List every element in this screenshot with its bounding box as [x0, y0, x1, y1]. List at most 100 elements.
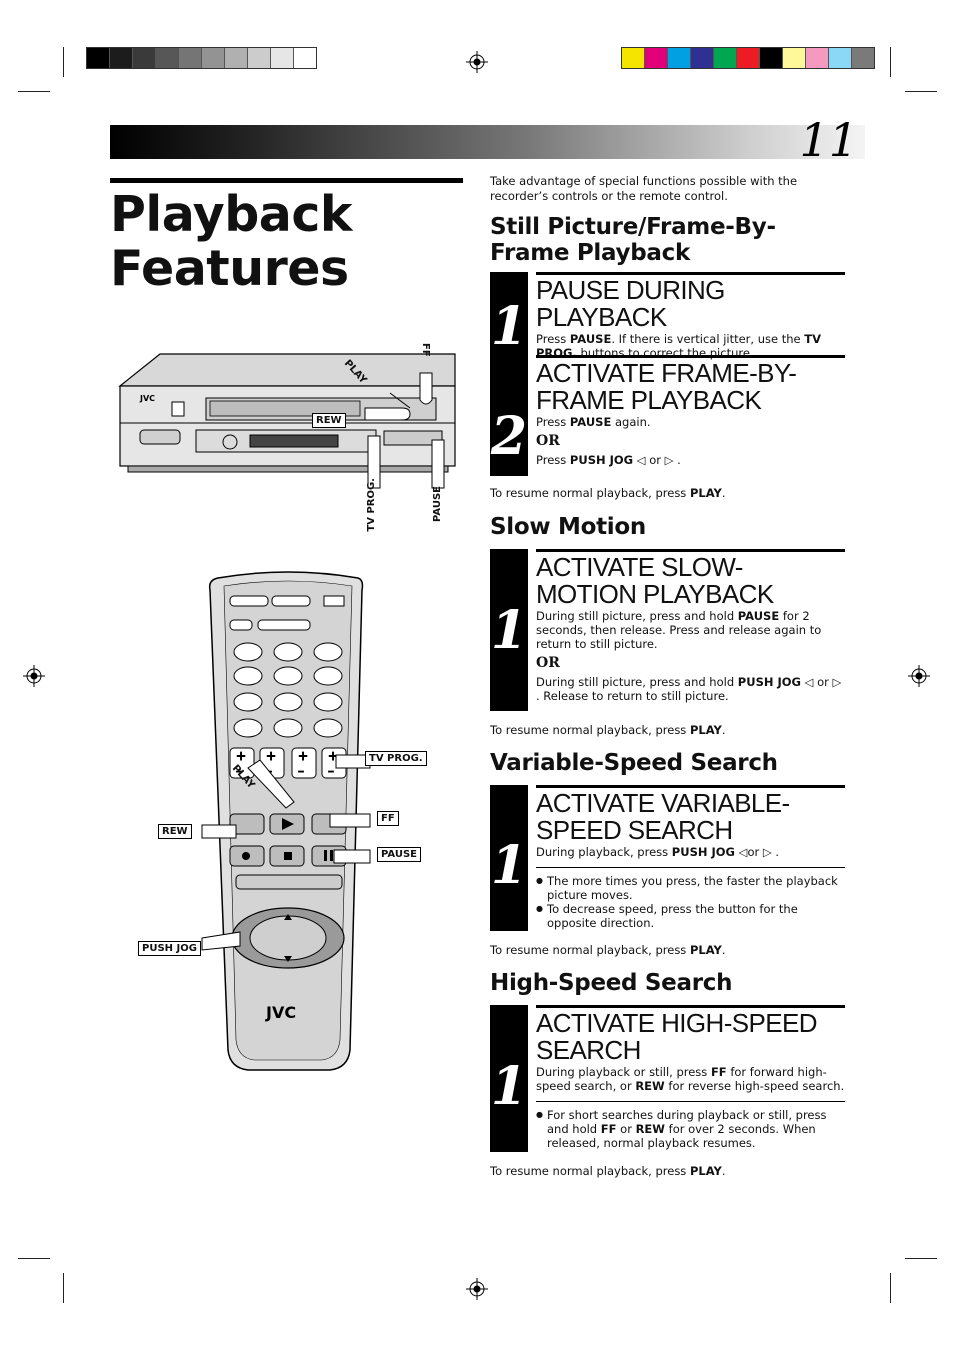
crop-mark: [905, 1258, 937, 1259]
step-body: During still picture, press and hold PUS…: [536, 675, 842, 703]
step-sidebar: [490, 785, 528, 931]
step-sidebar: [490, 549, 528, 711]
page-title: Playback Features: [110, 188, 352, 296]
crop-mark: [18, 91, 50, 92]
step-slow-motion: ACTIVATE SLOW-MOTION PLAYBACK During sti…: [536, 549, 845, 703]
intro-text: Take advantage of special functions poss…: [490, 174, 798, 203]
remote-pause-label: PAUSE: [377, 847, 421, 862]
resume-note: To resume normal playback, press PLAY.: [490, 943, 726, 957]
step-title: ACTIVATE FRAME-BY-FRAME PLAYBACK: [536, 358, 797, 415]
color-swatch: [622, 48, 645, 68]
remote-rew-label: REW: [158, 824, 192, 839]
color-swatch: [225, 48, 248, 68]
step-body: During playback, press PUSH JOG ◁or ▷ .: [536, 845, 780, 859]
step-body: Press PUSH JOG ◁ or ▷ .: [536, 453, 681, 467]
color-swatch: [691, 48, 714, 68]
svg-text:–: –: [298, 764, 304, 778]
crop-mark: [890, 1273, 891, 1303]
step-number: 1: [490, 600, 528, 661]
step-variable-speed: ACTIVATE VARIABLE-SPEED SEARCH During pl…: [536, 785, 845, 930]
color-swatch: [783, 48, 806, 68]
resume-note: To resume normal playback, press PLAY.: [490, 1164, 726, 1178]
color-swatch: [852, 48, 874, 68]
remote-push-jog-label: PUSH JOG: [138, 941, 201, 956]
step-sidebar: [490, 1005, 528, 1152]
svg-text:+: +: [328, 749, 338, 763]
color-swatch: [87, 48, 110, 68]
vcr-illustration: JVC: [118, 353, 456, 489]
step-number: 2: [490, 406, 528, 467]
title-rule: [110, 178, 463, 183]
bullet-item: To decrease speed, press the button for …: [536, 902, 845, 930]
vcr-tv-prog-label: TV PROG.: [366, 478, 377, 532]
resume-note: To resume normal playback, press PLAY.: [490, 486, 726, 500]
gray-color-bar: [86, 47, 317, 69]
color-swatch: [829, 48, 852, 68]
color-swatch: [737, 48, 760, 68]
color-swatch: [668, 48, 691, 68]
svg-text:+: +: [298, 749, 308, 763]
step-title: ACTIVATE HIGH-SPEED SEARCH: [536, 1008, 818, 1065]
bullet-list: For short searches during playback or st…: [536, 1101, 845, 1150]
header-band: [110, 125, 865, 159]
remote-ff-label: FF: [377, 811, 399, 826]
vcr-ff-label: FF: [420, 343, 431, 357]
step-sidebar: [490, 272, 528, 476]
registration-mark-icon: [466, 1278, 488, 1300]
section-heading-high: High-Speed Search: [490, 970, 733, 996]
vcr-brand-label: JVC: [139, 394, 155, 403]
crop-mark: [905, 91, 937, 92]
step-number: 1: [490, 1056, 528, 1117]
step-pause-during-playback: PAUSE DURING PLAYBACK Press PAUSE. If th…: [536, 272, 845, 360]
color-swatch: [110, 48, 133, 68]
step-title: PAUSE DURING PLAYBACK: [536, 275, 725, 332]
svg-text:+: +: [266, 749, 276, 763]
color-swatch: [760, 48, 783, 68]
crop-mark: [63, 1273, 64, 1303]
svg-text:+: +: [236, 749, 246, 763]
crop-mark: [63, 47, 64, 77]
section-heading-still: Still Picture/Frame-By-Frame Playback: [490, 214, 776, 266]
step-title: ACTIVATE SLOW-MOTION PLAYBACK: [536, 552, 774, 609]
step-body: During playback or still, press FF for f…: [536, 1065, 845, 1093]
color-swatch: [248, 48, 271, 68]
color-swatch: [179, 48, 202, 68]
step-number: 1: [490, 296, 528, 357]
color-swatch: [806, 48, 829, 68]
crop-mark: [18, 1258, 50, 1259]
crop-mark: [890, 47, 891, 77]
vcr-rew-label: REW: [312, 413, 346, 428]
remote-brand-label: JVC: [265, 1003, 296, 1022]
section-heading-variable: Variable-Speed Search: [490, 750, 778, 776]
svg-text:–: –: [236, 764, 242, 778]
remote-illustration: ++++ –––– JVC: [201, 571, 371, 1071]
section-heading-slow: Slow Motion: [490, 514, 646, 540]
svg-text:–: –: [328, 764, 334, 778]
registration-mark-icon: [466, 51, 488, 73]
page-number: 11: [799, 113, 858, 167]
registration-mark-icon: [23, 665, 45, 687]
or-label: OR: [536, 655, 560, 671]
bullet-list: The more times you press, the faster the…: [536, 867, 845, 930]
color-swatch: [202, 48, 225, 68]
step-number: 1: [490, 835, 528, 896]
bullet-item: For short searches during playback or st…: [536, 1108, 845, 1150]
bullet-item: The more times you press, the faster the…: [536, 874, 845, 902]
process-color-bar: [621, 47, 875, 69]
color-swatch: [271, 48, 294, 68]
step-body: Press PAUSE again.: [536, 415, 651, 429]
resume-note: To resume normal playback, press PLAY.: [490, 723, 726, 737]
color-swatch: [133, 48, 156, 68]
vcr-pause-label: PAUSE: [432, 486, 443, 522]
step-frame-by-frame: ACTIVATE FRAME-BY-FRAME PLAYBACK Press P…: [536, 355, 845, 467]
page-title-line-1: Playback: [110, 186, 352, 243]
step-body: During still picture, press and hold PAU…: [536, 609, 822, 651]
color-swatch: [294, 48, 316, 68]
step-title: ACTIVATE VARIABLE-SPEED SEARCH: [536, 788, 790, 845]
color-swatch: [714, 48, 737, 68]
page-title-line-2: Features: [110, 240, 349, 297]
or-label: OR: [536, 433, 560, 449]
color-swatch: [156, 48, 179, 68]
registration-mark-icon: [908, 665, 930, 687]
color-swatch: [645, 48, 668, 68]
